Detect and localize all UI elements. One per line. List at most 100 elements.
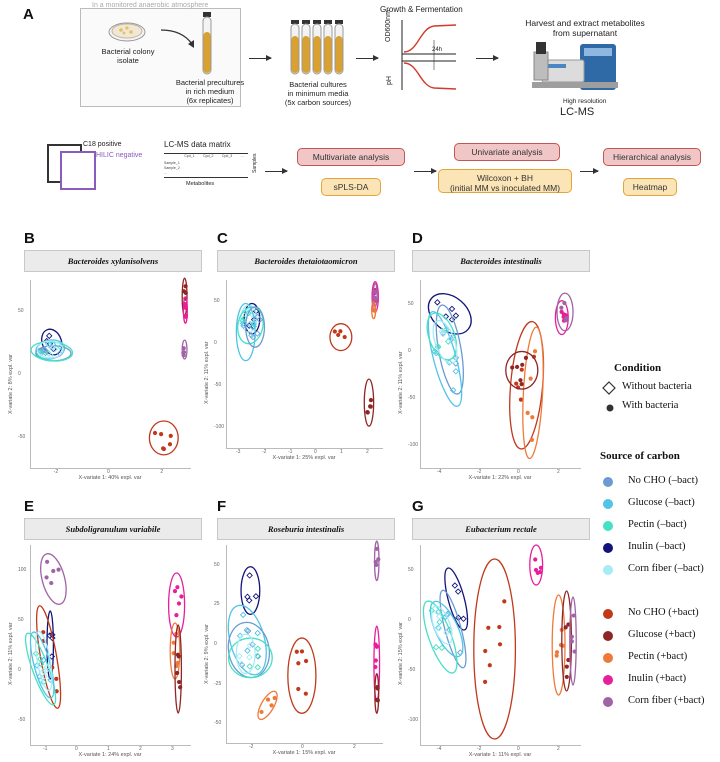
wilcoxon-box: Wilcoxon + BH (initial MM vs inoculated … xyxy=(438,169,572,193)
point-without-bacteria xyxy=(37,655,44,663)
point-without-bacteria xyxy=(443,629,450,637)
point-with-bacteria xyxy=(523,355,529,361)
matrix-col-4: ... xyxy=(240,154,244,158)
lcms-label: LC-MS xyxy=(560,106,595,118)
point-without-bacteria xyxy=(46,342,53,349)
data-matrix: Cpd_1 Cpd_2 Cpd_3 ... Sample_1 Sample_2 … xyxy=(164,153,248,178)
point-with-bacteria xyxy=(559,305,564,310)
y-axis-label: X-variate 2: 15% expl. var xyxy=(398,622,404,685)
point-without-bacteria xyxy=(439,331,447,338)
panel-letter-e: E xyxy=(24,498,35,515)
point-with-bacteria xyxy=(49,580,54,586)
point-with-bacteria xyxy=(296,686,301,692)
point-with-bacteria xyxy=(175,585,180,590)
legend-item-label: No CHO (+bact) xyxy=(628,607,699,618)
hr-label: High resolution xyxy=(563,98,607,105)
point-with-bacteria xyxy=(533,567,539,573)
point-with-bacteria xyxy=(518,397,524,402)
point-with-bacteria xyxy=(563,318,568,323)
x-tick-label: -1 xyxy=(43,746,48,752)
point-with-bacteria xyxy=(54,676,59,681)
point-with-bacteria xyxy=(537,569,543,575)
point-without-bacteria xyxy=(448,305,456,313)
point-with-bacteria xyxy=(159,432,164,437)
x-tick-label: 0 xyxy=(517,746,520,752)
point-without-bacteria xyxy=(239,320,247,327)
y-tick-label: -25 xyxy=(214,680,222,687)
point-with-bacteria xyxy=(183,284,188,289)
legend-without-bacteria: Without bacteria xyxy=(622,381,692,392)
point-without-bacteria xyxy=(33,662,41,669)
point-with-bacteria xyxy=(538,565,544,570)
x-tick-label: 2 xyxy=(139,746,142,752)
x-tick-label: -3 xyxy=(236,449,241,455)
point-with-bacteria xyxy=(375,546,380,551)
legend-item-label: Corn fiber (–bact) xyxy=(628,563,704,574)
cultures-label: Bacterial cultures in minimum media (5x … xyxy=(284,80,352,107)
x-tick-label: 1 xyxy=(340,449,343,455)
point-without-bacteria xyxy=(246,654,253,661)
point-with-bacteria xyxy=(336,332,341,338)
scatter-svg xyxy=(422,544,577,740)
confidence-ellipse xyxy=(554,300,569,336)
y-tick-label: -50 xyxy=(408,394,416,401)
confidence-ellipse xyxy=(329,323,353,352)
point-with-bacteria xyxy=(181,346,186,351)
point-without-bacteria xyxy=(244,647,251,654)
legend-swatch xyxy=(603,653,613,663)
colony-label: Bacterial colony isolate xyxy=(101,47,155,65)
point-without-bacteria xyxy=(51,346,59,353)
point-with-bacteria xyxy=(374,697,380,702)
point-without-bacteria xyxy=(254,629,261,637)
point-without-bacteria xyxy=(244,627,252,635)
x-tick-label: -2 xyxy=(262,449,267,455)
point-with-bacteria xyxy=(365,410,370,415)
anaerobic-frame xyxy=(80,8,241,107)
point-without-bacteria xyxy=(239,317,246,324)
confidence-ellipse xyxy=(182,296,188,324)
point-with-bacteria xyxy=(529,437,535,442)
confidence-ellipse xyxy=(41,328,63,356)
legend-item-label: Inulin (+bact) xyxy=(628,673,687,684)
y-tick-label: 50 xyxy=(18,308,24,315)
matrix-col-1: Cpd_1 xyxy=(184,154,195,158)
point-with-bacteria xyxy=(497,624,502,630)
point-with-bacteria xyxy=(497,642,503,647)
y-tick-label: 25 xyxy=(214,601,220,608)
confidence-ellipse xyxy=(569,596,577,686)
diamond-open-icon xyxy=(602,381,616,395)
matrix-row-2: Sample_2 xyxy=(164,166,180,170)
legend-swatch xyxy=(603,565,613,575)
point-with-bacteria xyxy=(183,302,188,307)
harvest-title: Harvest and extract metabolites from sup… xyxy=(525,18,645,38)
confidence-ellipse xyxy=(35,605,62,709)
matrix-row-1: Sample_1 xyxy=(164,161,180,165)
point-with-bacteria xyxy=(259,709,264,715)
point-with-bacteria xyxy=(514,381,519,386)
heatmap-box: Heatmap xyxy=(623,178,677,196)
splsda-box: sPLS-DA xyxy=(321,178,381,196)
point-without-bacteria xyxy=(452,368,460,375)
point-without-bacteria xyxy=(436,624,443,632)
confidence-ellipse xyxy=(34,630,53,692)
multivariate-box: Multivariate analysis xyxy=(297,148,405,166)
point-without-bacteria xyxy=(245,307,253,315)
matrix-side-label: Samples xyxy=(252,153,258,173)
legend-swatch xyxy=(603,499,613,509)
matrix-col-3: Cpd_3 xyxy=(221,154,233,158)
panel-letter-d: D xyxy=(412,230,423,247)
x-tick-label: 0 xyxy=(301,744,304,750)
confidence-ellipse xyxy=(426,312,458,361)
confidence-ellipse xyxy=(473,558,517,740)
point-without-bacteria xyxy=(249,333,257,341)
confidence-ellipse xyxy=(427,293,472,335)
point-with-bacteria xyxy=(373,664,378,670)
panel-title-strip: Eubacterium rectale xyxy=(412,518,590,540)
point-without-bacteria xyxy=(246,572,253,579)
x-tick-label: 2 xyxy=(160,469,164,475)
point-with-bacteria xyxy=(56,567,61,572)
x-tick-label: -2 xyxy=(477,746,482,752)
y-axis-label: X-variate 2: 11% expl. var xyxy=(204,341,210,404)
c18-label: C18 positive xyxy=(83,141,122,148)
point-without-bacteria xyxy=(446,335,454,343)
